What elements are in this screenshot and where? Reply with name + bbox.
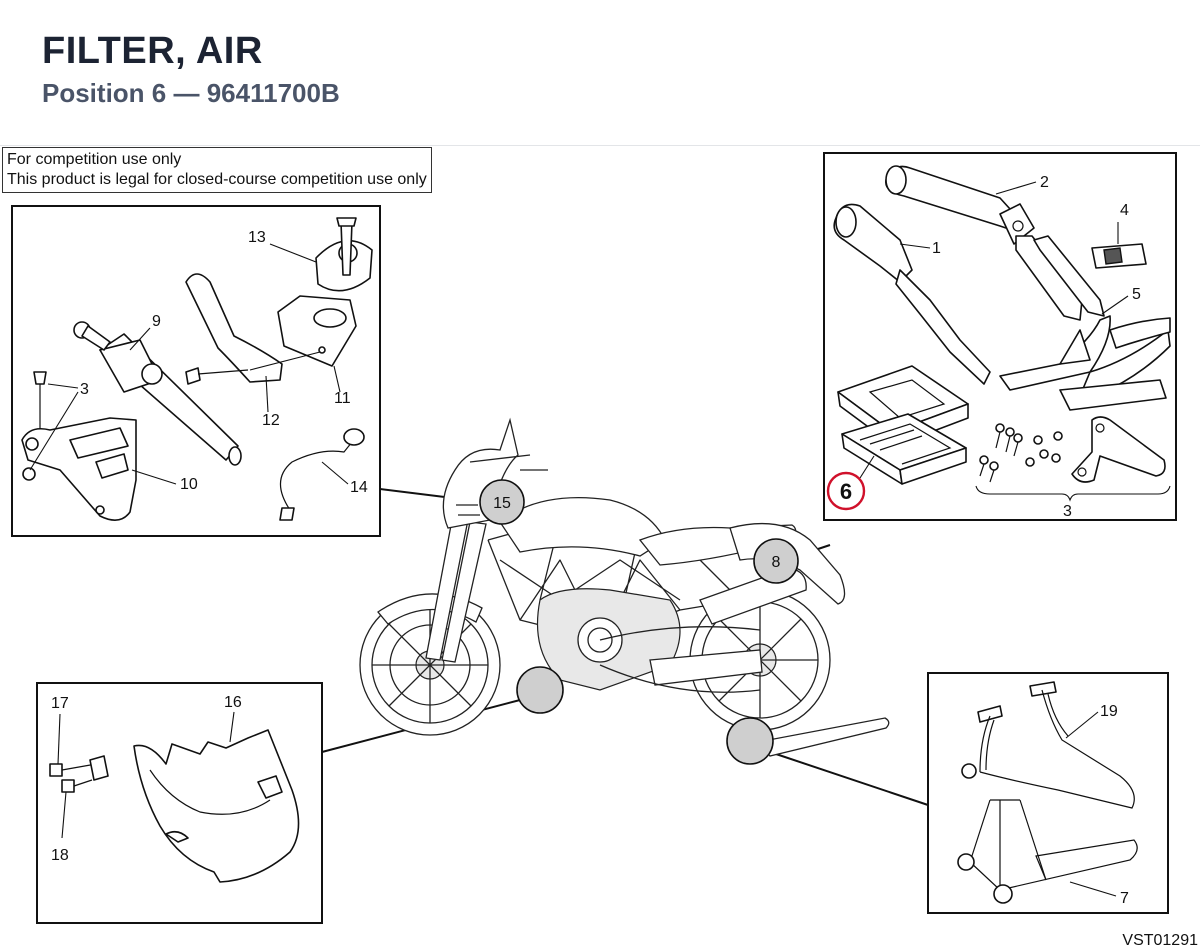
notice-line-2: This product is legal for closed-course … [7, 171, 427, 188]
callout-19: 19 [1100, 703, 1118, 720]
frame-belly-pan-kit: 17 16 18 [36, 682, 323, 924]
frame-steering-damper-kit: 13 9 3 12 11 10 14 [11, 205, 381, 537]
page-subtitle: Position 6 — 96411700B [42, 78, 340, 109]
subtitle-separator: — [166, 78, 207, 108]
highlight-label: 6 [840, 479, 852, 504]
header-divider [0, 145, 1200, 146]
callout-2: 2 [1040, 174, 1049, 191]
part-number: 96411700B [206, 78, 340, 108]
competition-notice: For competition use only This product is… [2, 147, 432, 193]
diagram-reference-code: VST01291 [1122, 932, 1198, 949]
motorcycle-illustration [359, 417, 890, 757]
callout-12: 12 [262, 412, 280, 429]
hotspot-paddock-stand[interactable] [726, 717, 774, 765]
hotspot-15[interactable]: 15 [479, 479, 525, 525]
callout-14: 14 [350, 479, 368, 496]
callout-9: 9 [152, 313, 161, 330]
callout-10: 10 [180, 476, 198, 493]
callout-7: 7 [1120, 890, 1129, 907]
callout-3-exhaust: 3 [1063, 503, 1072, 520]
highlight-callout-6[interactable]: 6 [826, 471, 866, 511]
frame-paddock-stand-kit: 19 7 [927, 672, 1169, 914]
hotspot-8-label: 8 [772, 554, 781, 571]
callout-11: 11 [334, 390, 351, 407]
callout-13: 13 [248, 229, 266, 246]
callout-16: 16 [224, 694, 242, 711]
frame-exhaust-filter-kit: 2 1 4 5 3 6 [823, 152, 1177, 521]
notice-line-1: For competition use only [7, 151, 182, 168]
page-title: FILTER, AIR [42, 30, 263, 72]
hotspot-15-label: 15 [493, 495, 511, 512]
callout-17: 17 [51, 695, 69, 712]
callout-4: 4 [1120, 202, 1129, 219]
callout-3-steering: 3 [80, 381, 89, 398]
callout-5: 5 [1132, 286, 1141, 303]
connector-stand-kit [769, 751, 929, 806]
callout-1: 1 [932, 240, 941, 257]
callout-18: 18 [51, 847, 69, 864]
hotspot-8[interactable]: 8 [753, 538, 799, 584]
position-label: Position 6 [42, 78, 167, 108]
hotspot-bellypan[interactable] [516, 666, 564, 714]
